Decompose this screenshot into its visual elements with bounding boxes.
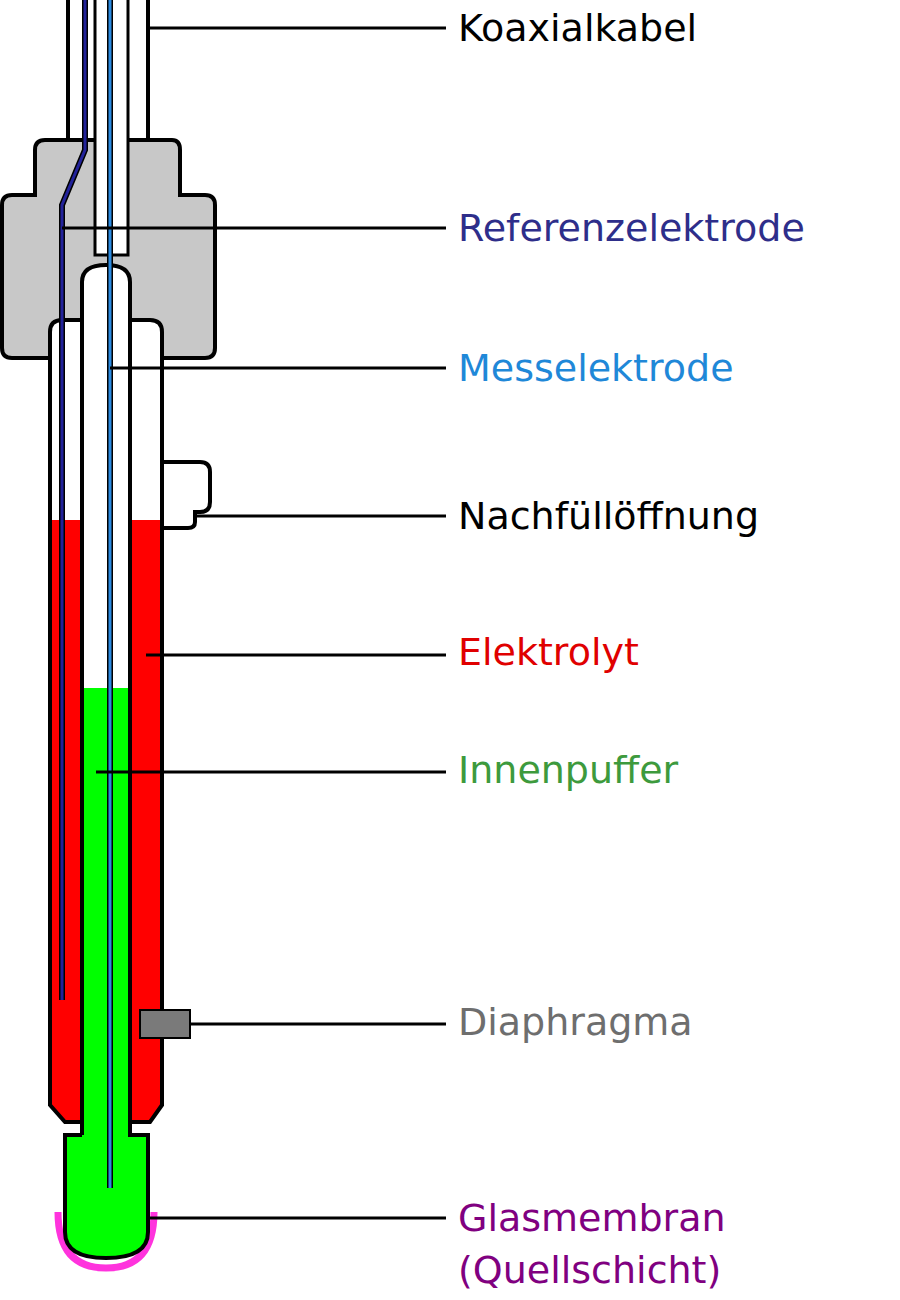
- part-label: Koaxialkabel: [458, 2, 697, 54]
- leader-line: [190, 1023, 446, 1026]
- leader-line: [146, 654, 446, 657]
- part-label: Innenpuffer: [458, 744, 678, 796]
- leader-line: [96, 771, 446, 774]
- refill-opening: [162, 462, 210, 528]
- reference-wire: [62, 0, 85, 1000]
- reference-wire: [62, 0, 85, 1000]
- part-label: Elektrolyt: [458, 626, 639, 678]
- measuring-wire: [107, 0, 113, 1188]
- cable-line: [66, 0, 70, 145]
- part-label: Referenzelektrode: [458, 202, 805, 254]
- measuring-wire: [109, 0, 112, 1188]
- part-label: Messelektrode: [458, 342, 734, 394]
- leader-line: [62, 227, 446, 230]
- tube-edge: [160, 470, 164, 520]
- part-label: Diaphragma: [458, 996, 693, 1048]
- leader-line: [196, 515, 446, 518]
- leader-lines: [62, 28, 446, 1218]
- diaphragm: [140, 1010, 190, 1038]
- inner-tube-outline: [65, 265, 148, 1258]
- leader-line: [110, 367, 446, 370]
- part-label: Nachfüllöffnung: [458, 490, 759, 542]
- leader-line: [150, 1217, 446, 1220]
- leader-line: [148, 27, 446, 30]
- part-label: Glasmembran (Quellschicht): [458, 1192, 894, 1296]
- cable-line: [146, 0, 150, 145]
